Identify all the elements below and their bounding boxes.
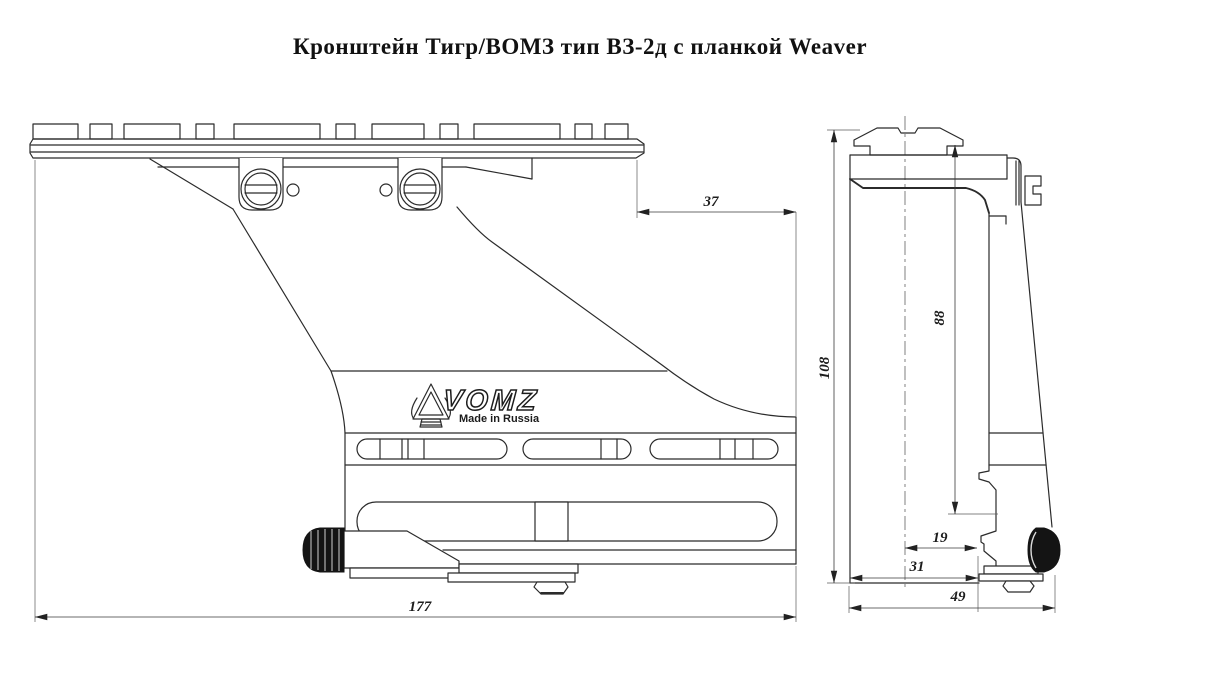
knurled-knob-end	[1027, 527, 1061, 573]
vomz-logo: VOMZ Made in Russia	[411, 383, 541, 428]
bracket-web	[232, 206, 797, 565]
lightening-slots	[356, 438, 779, 460]
clamp-arm	[849, 154, 1022, 225]
vomz-triangle-icon	[411, 383, 451, 428]
dim-108-label: 108	[817, 356, 833, 379]
drawing-title: Кронштейн Тигр/ВОМЗ тип ВЗ-2д с планкой …	[292, 34, 868, 59]
origin-text: Made in Russia	[459, 413, 540, 425]
dim-31-label: 31	[909, 559, 925, 575]
clamp-lever	[302, 527, 460, 573]
weaver-rail-base	[29, 138, 645, 159]
dim-88-label: 88	[932, 310, 948, 326]
clamp-screw-lugs	[238, 158, 443, 211]
mount-top-plate	[149, 157, 533, 210]
dim-body-height: 88	[932, 144, 998, 515]
dim-overall-height: 108	[817, 129, 860, 584]
brand-text: VOMZ	[442, 385, 540, 417]
weaver-rail-teeth	[32, 123, 629, 140]
dim-177-label: 177	[409, 599, 432, 615]
knurled-knob-side	[302, 527, 345, 573]
clamp-base-plates	[349, 563, 579, 595]
dim-base-width: 31	[849, 556, 979, 612]
dim-37-label: 37	[703, 194, 720, 210]
screw-slot-icon	[244, 184, 278, 194]
clamp-screw-head	[1024, 175, 1042, 206]
dim-19-label: 19	[933, 530, 949, 546]
screw-slot-icon	[403, 184, 437, 194]
end-base-plates	[978, 565, 1044, 593]
slide-block	[534, 501, 569, 542]
dim-49-label: 49	[950, 589, 967, 605]
clamp-nut	[533, 581, 569, 595]
end-body	[849, 154, 1053, 584]
dim-overall-length: 177	[34, 160, 797, 622]
clamp-nut	[1002, 580, 1035, 593]
rail-cross-section	[853, 127, 964, 156]
dim-claw-offset: 19	[904, 530, 978, 552]
clamp-channel	[356, 501, 778, 542]
clamp-claw-profile	[978, 464, 997, 567]
side-view: VOMZ Made in Russia 177 37	[29, 123, 797, 622]
end-view: 108 88 19 31	[817, 116, 1061, 613]
dim-overall-width: 49	[848, 575, 1056, 613]
dim-rail-overhang: 37	[636, 160, 797, 416]
